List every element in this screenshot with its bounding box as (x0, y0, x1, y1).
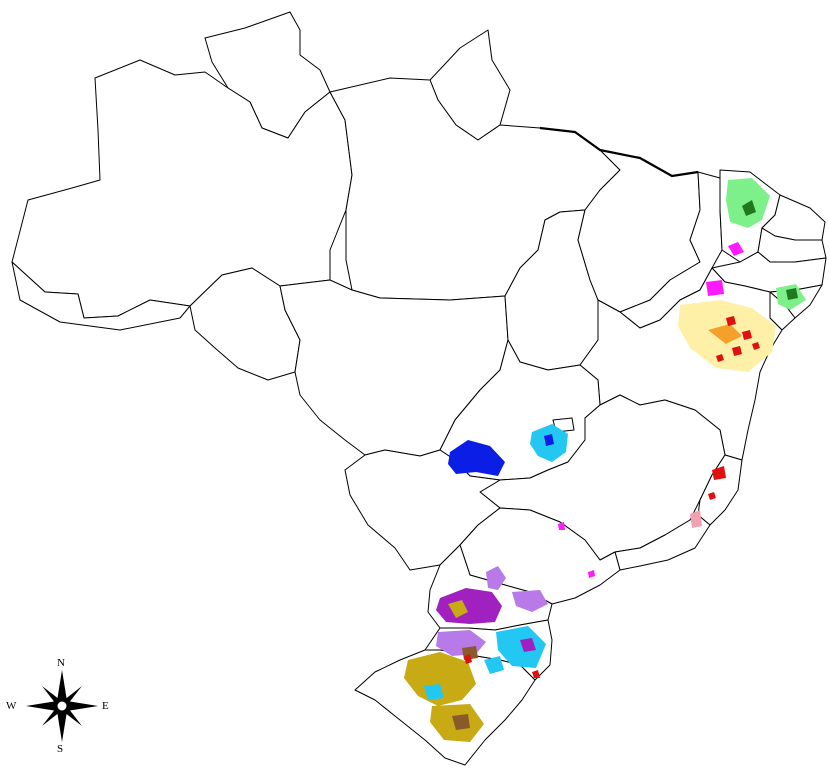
cluster-blue-dots-goias (544, 434, 554, 446)
cluster-orange-bahia (708, 324, 742, 344)
cluster-red-dots-bahia (716, 316, 760, 362)
cluster-pink-espirito-santo (690, 510, 702, 528)
compass-rose-icon (26, 670, 98, 742)
compass-north-label: N (57, 657, 65, 669)
compass-west-label: W (6, 700, 17, 712)
cluster-brown-rgs (452, 646, 478, 730)
cluster-red-espirito-santo (708, 466, 726, 500)
state-boundaries (11, 11, 827, 766)
cluster-magenta-sp (558, 522, 595, 578)
clusters-south (404, 566, 548, 742)
clusters-northeast (678, 178, 806, 528)
cluster-magenta-ceara (728, 242, 744, 256)
state-acre (11, 261, 191, 331)
cluster-dark-green-ceara (742, 200, 756, 216)
clusters-center (448, 424, 595, 578)
cluster-violet-parana (486, 566, 548, 612)
cluster-purple-parana (436, 588, 502, 624)
cluster-magenta-piaui (706, 280, 724, 296)
compass-south-label: S (57, 743, 64, 755)
cluster-blue-goias (448, 440, 505, 476)
north-coastline (539, 126, 699, 178)
cluster-purple-sc (520, 638, 536, 652)
cluster-dark-green-pernambuco (786, 288, 798, 300)
cluster-olive-gold-parana (448, 600, 468, 618)
cluster-cyan-rgs (424, 656, 504, 700)
cluster-cyan-sc (496, 626, 546, 668)
compass-east-label: E (102, 700, 109, 712)
